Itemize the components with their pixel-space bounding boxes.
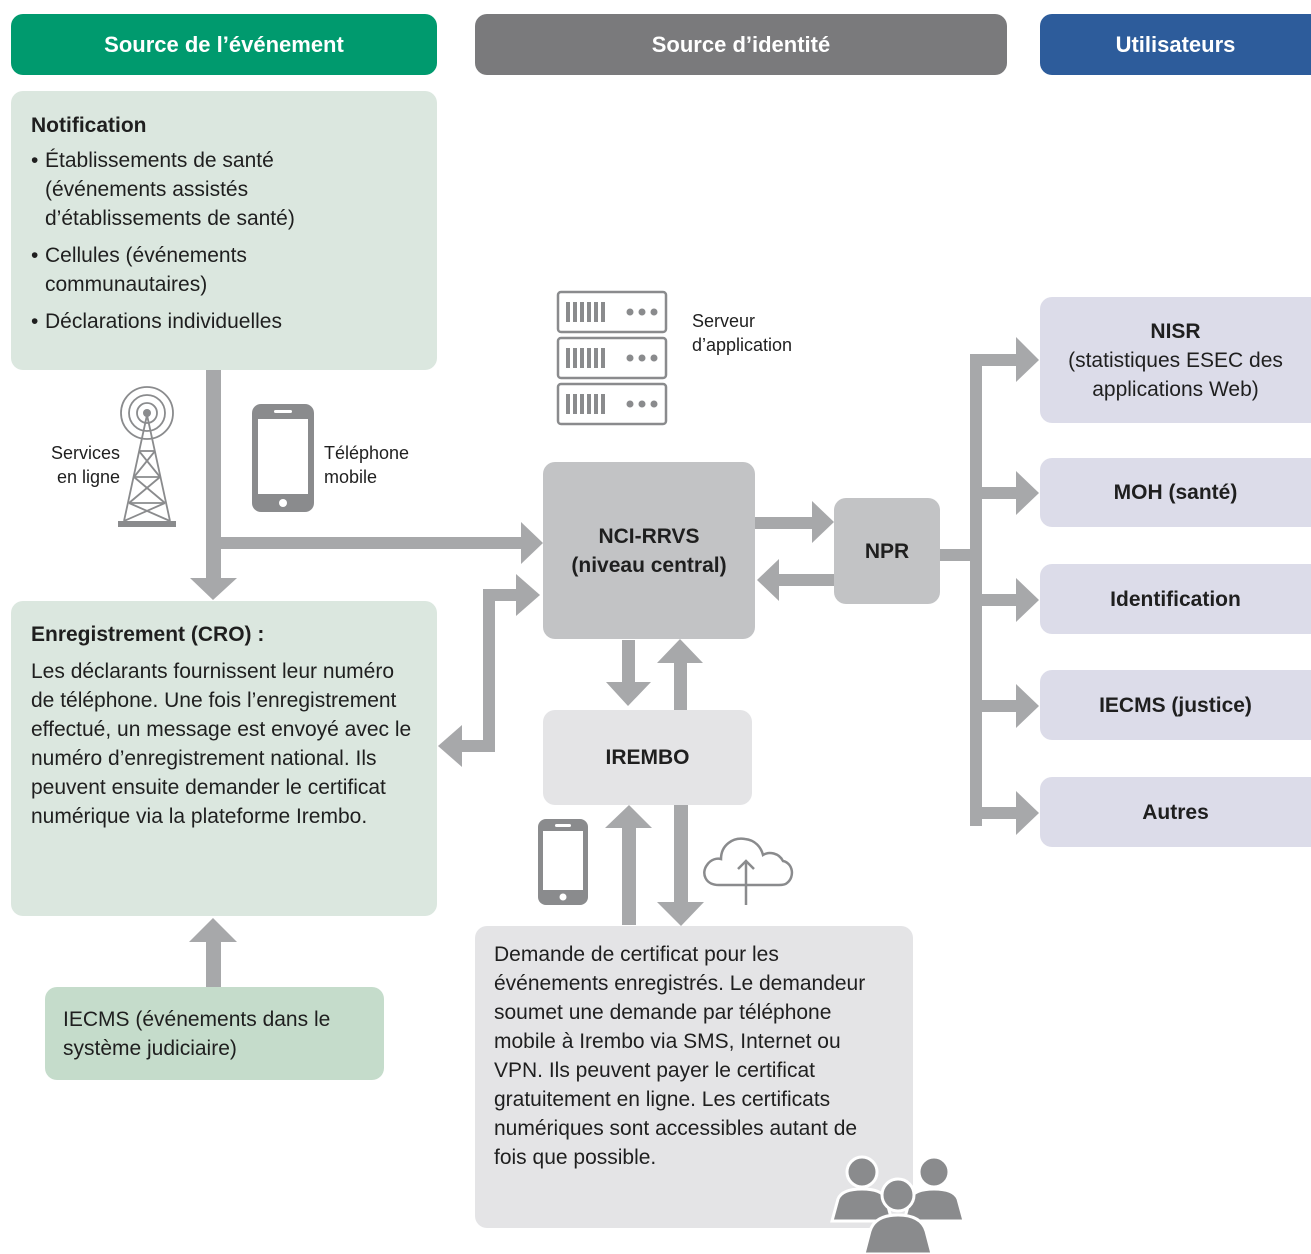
header-source-identity: Source d’identité — [475, 14, 1007, 75]
app-server-label: Serveur d’application — [692, 311, 793, 355]
header-users: Utilisateurs — [1040, 14, 1311, 75]
nisr-title: NISR — [1150, 319, 1201, 343]
user-nisr: NISR (statistiques ESEC des applications… — [1040, 297, 1311, 423]
header-users-label: Utilisateurs — [1115, 31, 1236, 57]
certificate-request-box: Demande de certificat pour les événement… — [475, 926, 913, 1228]
identification-label: Identification — [1110, 587, 1241, 611]
registration-body: Les déclarants fournissent leur numéro d… — [31, 660, 412, 828]
mobile-phone-icon — [252, 404, 314, 512]
registration-box: Enregistrement (CRO) : Les déclarants fo… — [11, 601, 437, 916]
iecms-source-box: IECMS (événements dans le système judici… — [45, 987, 384, 1080]
users-group-icon — [830, 1155, 964, 1254]
server-icon — [556, 290, 668, 426]
list-item: Établissements de santé (événements assi… — [31, 146, 350, 233]
npr-label: NPR — [864, 539, 910, 563]
nci-rrvs-subtitle: (niveau central) — [571, 553, 727, 577]
user-autres: Autres — [1040, 777, 1311, 847]
notification-box: Notification Établissements de santé (év… — [11, 91, 437, 370]
cloud-upload-icon — [703, 837, 794, 905]
certificate-request-text: Demande de certificat pour les événement… — [494, 943, 866, 1169]
irembo-node: IREMBO — [543, 710, 752, 805]
user-moh: MOH (santé) — [1040, 458, 1311, 527]
notification-title: Notification — [31, 114, 147, 137]
iecms-source-label: IECMS (événements dans le système judici… — [63, 1008, 331, 1060]
list-item: Cellules (événements communautaires) — [31, 241, 305, 299]
online-services-label: Services en ligne — [50, 443, 120, 487]
registration-title: Enregistrement (CRO) : — [31, 623, 265, 646]
user-identification: Identification — [1040, 564, 1311, 634]
user-iecms-justice: IECMS (justice) — [1040, 670, 1311, 740]
nci-rrvs-node: NCI-RRVS (niveau central) — [543, 462, 755, 639]
header-source-event: Source de l’événement — [11, 14, 437, 75]
header-source-event-label: Source de l’événement — [104, 31, 344, 57]
iecms-justice-label: IECMS (justice) — [1099, 693, 1252, 717]
mobile-phone-label: Téléphone mobile — [324, 443, 410, 487]
antenna-tower-icon — [118, 386, 176, 527]
nisr-subtitle: (statistiques ESEC des applications Web) — [1068, 348, 1283, 401]
nci-rrvs-title: NCI-RRVS — [598, 524, 700, 548]
mobile-phone-icon — [538, 819, 588, 905]
npr-node: NPR — [834, 498, 940, 604]
notification-list: Établissements de santé (événements assi… — [31, 146, 361, 336]
autres-label: Autres — [1142, 800, 1209, 824]
list-item: Déclarations individuelles — [31, 307, 361, 336]
irembo-label: IREMBO — [605, 746, 690, 769]
header-source-identity-label: Source d’identité — [651, 31, 831, 57]
moh-label: MOH (santé) — [1113, 481, 1238, 504]
